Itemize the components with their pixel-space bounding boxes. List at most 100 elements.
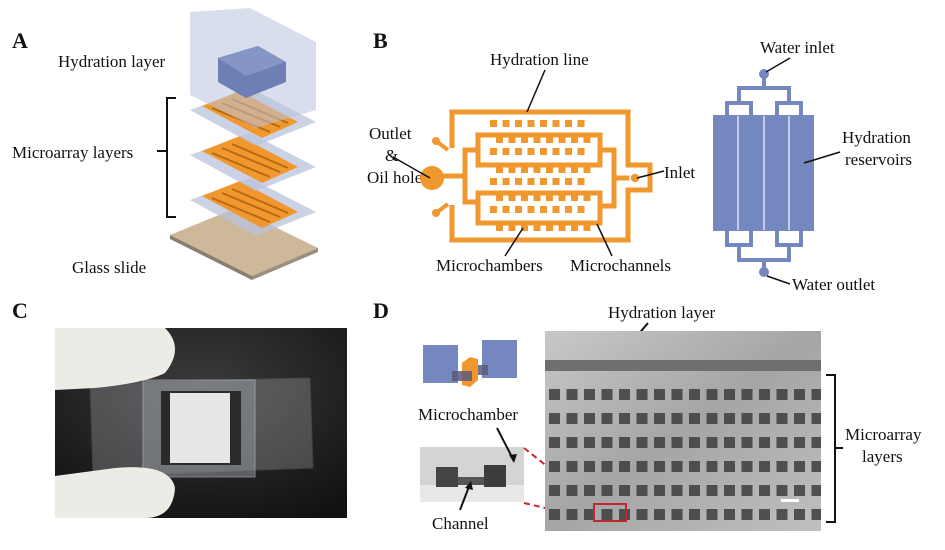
microchamber [540,178,547,185]
microchamber [583,136,591,143]
microchamber [552,206,560,213]
micrograph-chamber [566,437,578,448]
glass-slide-shape [170,208,318,280]
micrograph-chamber [811,437,821,448]
microchamber [515,178,522,185]
water-inlet-leader [765,57,791,73]
microchamber [546,166,553,173]
micrograph-chamber [654,437,665,448]
microchamber [571,136,578,143]
hydration-layer-block [190,8,316,128]
microchamber [502,206,510,213]
micrograph-chamber [619,509,630,520]
inlet-leader [636,170,665,179]
micrograph-chamber [776,485,788,496]
micrograph-chamber [776,437,788,448]
micrograph-chamber [706,413,718,424]
micrograph-chamber [759,485,770,496]
micrograph-chamber [654,413,665,424]
microchamber [515,206,522,213]
microchamber [552,148,560,155]
micrograph-chamber [724,413,735,424]
water-outlet-port [759,267,769,277]
microchamber [496,194,503,201]
micrograph-chamber [601,485,613,496]
micrograph-chamber [619,461,630,472]
micrograph-chamber [566,485,578,496]
micrograph-chamber [724,437,735,448]
microchamber [577,120,585,127]
micrograph-chamber [654,461,665,472]
micrograph-chamber [689,461,700,472]
microchamber [565,120,572,127]
micrograph-chamber [549,413,560,424]
microchamber [540,148,547,155]
highlight-box [593,503,627,522]
micrograph-chamber [619,485,630,496]
microchamber [515,120,522,127]
hydration-channel [545,360,821,371]
micrograph-chamber [811,413,821,424]
micrograph-chamber [794,413,805,424]
micrograph-chamber [741,389,753,400]
micrograph-chamber [549,485,560,496]
panel-c-letter: C [12,298,28,323]
hydration-reservoirs-label-line2: reservoirs [845,150,913,169]
panel-a-letter: A [12,28,28,53]
chamber-channel-3d-illustration [423,340,517,387]
microchamber [552,178,560,185]
microchannels-leader [596,223,613,257]
microchamber [571,194,578,201]
microchamber [502,148,510,155]
micrograph-chamber [689,485,700,496]
microchamber [508,136,516,143]
micrograph-chamber [601,413,613,424]
micrograph-chamber [654,485,665,496]
micrograph-chamber [811,461,821,472]
micrograph-chamber [601,509,613,520]
microchamber [490,120,497,127]
micrograph-chamber [566,461,578,472]
microchamber [558,194,566,201]
micrograph-chamber [776,389,788,400]
microfluidic-channel-network [440,109,653,243]
microchamber [583,166,591,173]
panel-b-letter: B [373,28,388,53]
microchannels-label: Microchannels [570,256,672,275]
micrograph-chamber [689,509,700,520]
microchamber-label: Microchamber [418,405,519,424]
micrograph-chamber [671,485,683,496]
microchamber [502,120,510,127]
microchamber [558,166,566,173]
micrograph-chamber [776,413,788,424]
micrograph-chamber [741,437,753,448]
micrograph-chamber [706,485,718,496]
micrograph-chamber [759,389,770,400]
micrograph-chamber [654,389,665,400]
microchamber [571,166,578,173]
micrograph-chamber [584,413,595,424]
micrograph-chamber [636,485,648,496]
micrograph-chamber [759,461,770,472]
panel-d-letter: D [373,298,389,323]
outlet-oil-hole [420,166,444,190]
outlet-label-line1: Outlet [369,124,412,143]
hydration-reservoir-network [713,69,814,277]
micrograph-chamber [636,413,648,424]
micrograph-chamber [636,437,648,448]
microchamber [583,224,591,231]
microchamber [521,194,528,201]
micrograph-chamber [619,389,630,400]
microarray-layers-label-line2: layers [862,447,903,466]
microchamber [508,194,516,201]
micrograph-chamber [566,509,578,520]
micrograph-chamber [584,389,595,400]
microchamber [490,148,497,155]
panel-b-microfluidic-layout [392,57,841,285]
inlet-label: Inlet [664,163,696,182]
microchamber [577,148,585,155]
microarray-layer-2 [190,133,316,191]
micrograph-chamber [549,461,560,472]
microchamber [533,224,541,231]
micrograph-chamber [811,509,821,520]
